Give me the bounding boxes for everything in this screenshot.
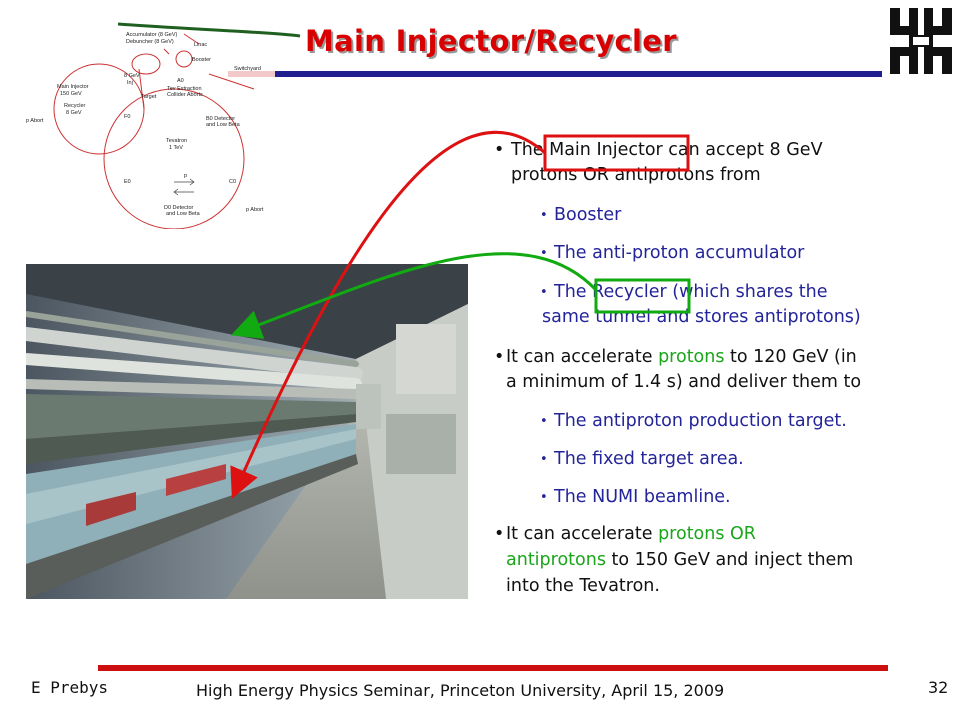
- label-e0: E0: [124, 179, 131, 185]
- slide-title: Main Injector/Recycler: [305, 24, 677, 58]
- label-tevatron: Tevatron: [166, 138, 187, 144]
- accelerator-complex-diagram: Accumulator (8 GeV) Debuncher (8 GeV) Li…: [26, 32, 264, 229]
- beam-direction-arrow: [174, 178, 195, 186]
- footer-author: E Prebys: [31, 678, 109, 697]
- label-f0: F0: [124, 114, 130, 120]
- bullet-accelerate-150-line3: into the Tevatron.: [506, 576, 660, 596]
- tunnel-photo: [26, 264, 468, 599]
- label-8gev-inj: 8 GeV: [124, 73, 140, 79]
- sub-bullet-numi: The NUMI beamline.: [540, 485, 731, 510]
- beam-direction-arrow-reverse: [173, 188, 194, 196]
- label-accumulator: Accumulator (8 GeV): [126, 32, 178, 38]
- title-underline-accent: [228, 71, 275, 77]
- label-switchyard: Switchyard: [234, 66, 261, 72]
- highlight-antiprotons: antiprotons: [506, 550, 606, 570]
- label-debuncher: Debuncher (8 GeV): [126, 39, 174, 45]
- label-inj: Inj: [127, 80, 133, 86]
- sub-bullet-booster: Booster: [540, 203, 621, 228]
- bullet-accelerate-120: It can accelerate protons to 120 GeV (in: [494, 345, 857, 370]
- highlight-protons: protons: [658, 347, 725, 367]
- label-p-abort-left: p Abort: [26, 118, 44, 124]
- label-recycler: Recycler: [64, 103, 86, 109]
- sub-bullet-text: Booster: [554, 205, 622, 225]
- footer-bar: [98, 665, 888, 671]
- sub-bullet-text: The Recycler (which shares the: [554, 282, 828, 302]
- sub-bullet-text: The fixed target area.: [554, 449, 744, 469]
- bullet-main-injector-accepts-cont: protons OR antiprotons from: [511, 165, 761, 185]
- accumulator-ring: [131, 53, 161, 75]
- sub-bullet-fixed-target: The fixed target area.: [540, 447, 744, 472]
- label-d0-detector: D0 Detector: [164, 205, 194, 211]
- highlight-protons-or: protons OR: [658, 524, 756, 544]
- bullet-text-a: It can accelerate: [506, 524, 659, 544]
- switchyard-line: [208, 73, 255, 90]
- label-rr-energy: 8 GeV: [66, 110, 82, 116]
- label-tev-extraction: Tev Extraction: [167, 86, 202, 92]
- label-a0: A0: [177, 78, 184, 84]
- bullet-accelerate-150: It can accelerate protons OR: [494, 522, 756, 547]
- sub-bullet-recycler-cont: same tunnel and stores antiprotons): [542, 307, 861, 327]
- label-p-abort-right: p Abort: [246, 207, 264, 213]
- sub-bullet-text: The anti-proton accumulator: [554, 243, 805, 263]
- transfer-line: [138, 68, 145, 110]
- bullet-text-a: It can accelerate: [506, 347, 659, 367]
- label-target: Target: [141, 94, 157, 100]
- label-linac: Linac: [194, 42, 207, 48]
- label-mi-energy: 150 GeV: [60, 91, 82, 97]
- label-b0-lowbeta: and Low Beta: [206, 122, 241, 128]
- label-p-center: p: [184, 173, 187, 179]
- bullet-text-b: to 150 GeV and inject them: [605, 550, 854, 570]
- sub-bullet-text: The antiproton production target.: [554, 411, 847, 431]
- fermilab-logo: [890, 8, 952, 74]
- label-c0: C0: [229, 179, 236, 185]
- label-main-injector: Main Injector: [57, 84, 89, 90]
- label-b0-detector: B0 Detector: [206, 116, 235, 122]
- bullet-text-c: to 120 GeV (in: [724, 347, 857, 367]
- sub-bullet-recycler: The Recycler (which shares the: [540, 280, 828, 305]
- sub-bullet-accumulator: The anti-proton accumulator: [540, 241, 804, 266]
- tunnel-photo-drawing: [26, 264, 468, 599]
- label-collider-aborts: Collider Aborts: [167, 92, 203, 98]
- label-d0-lowbeta: and Low Beta: [166, 211, 201, 217]
- bullet-main-injector-accepts: The Main Injector can accept 8 GeV: [494, 138, 823, 163]
- sub-bullet-text: The NUMI beamline.: [554, 487, 731, 507]
- footer-event: High Energy Physics Seminar, Princeton U…: [196, 681, 725, 700]
- bullet-accelerate-150-line2: antiprotons to 150 GeV and inject them: [506, 548, 853, 573]
- title-underline: [275, 71, 882, 77]
- page-number: 32: [928, 678, 949, 697]
- bullet-text: The Main Injector can accept 8 GeV: [511, 140, 823, 160]
- bullet-accelerate-120-cont: a minimum of 1.4 s) and deliver them to: [506, 372, 862, 392]
- sub-bullet-antiproton-target: The antiproton production target.: [540, 409, 847, 434]
- booster-ring: [175, 50, 193, 68]
- label-tev-energy: 1 TeV: [169, 145, 183, 151]
- linac-beamline: [163, 48, 170, 55]
- label-booster: Booster: [192, 57, 211, 63]
